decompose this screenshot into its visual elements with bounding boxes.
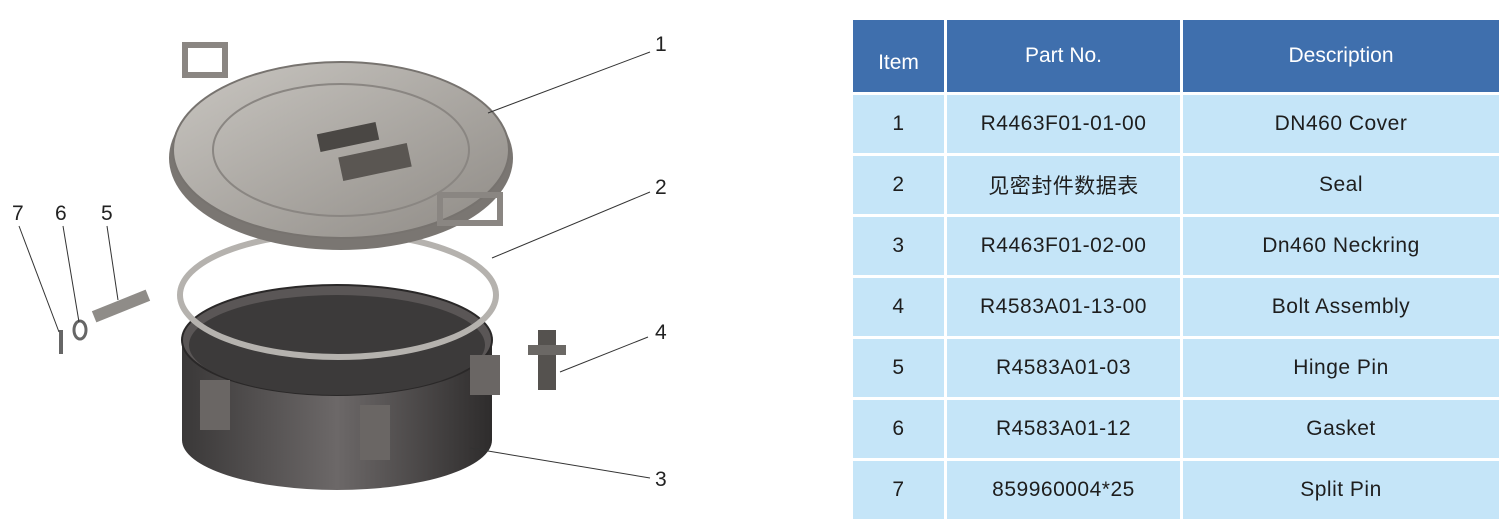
table-header-row: Item Part No. Description [853,20,1499,92]
exploded-manway-drawing [18,42,651,490]
cell-part-no: 见密封件数据表 [947,156,1180,214]
header-part-no: Part No. [947,20,1180,92]
gasket-part [72,319,88,341]
bolt-assembly-part [528,330,566,390]
callout-5: 5 [101,202,113,225]
callout-3: 3 [655,468,667,491]
neckring-part [181,284,500,490]
cell-description: Bolt Assembly [1183,278,1499,336]
cell-part-no: 859960004*25 [947,461,1180,519]
cell-part-no: R4583A01-03 [947,339,1180,397]
cell-item: 4 [853,278,944,336]
header-description: Description [1183,20,1499,92]
cell-item: 5 [853,339,944,397]
header-item: Item [853,20,944,92]
cell-item: 3 [853,217,944,275]
cell-item: 1 [853,95,944,153]
callout-2: 2 [655,176,667,199]
callout-7: 7 [12,202,24,225]
cell-description: Hinge Pin [1183,339,1499,397]
callout-1: 1 [655,33,667,56]
hinge-pin-part [91,289,151,323]
cell-description: Split Pin [1183,461,1499,519]
callout-6: 6 [55,202,67,225]
leader-lines [18,51,651,479]
cell-part-no: R4583A01-12 [947,400,1180,458]
cell-item: 2 [853,156,944,214]
cell-part-no: R4463F01-01-00 [947,95,1180,153]
cell-description: Dn460 Neckring [1183,217,1499,275]
cell-part-no: R4583A01-13-00 [947,278,1180,336]
cell-description: DN460 Cover [1183,95,1499,153]
callout-4: 4 [655,321,667,344]
cell-part-no: R4463F01-02-00 [947,217,1180,275]
cover-part [169,42,513,250]
cell-item: 7 [853,461,944,519]
cell-item: 6 [853,400,944,458]
split-pin-part [59,330,63,354]
cell-description: Seal [1183,156,1499,214]
cell-description: Gasket [1183,400,1499,458]
